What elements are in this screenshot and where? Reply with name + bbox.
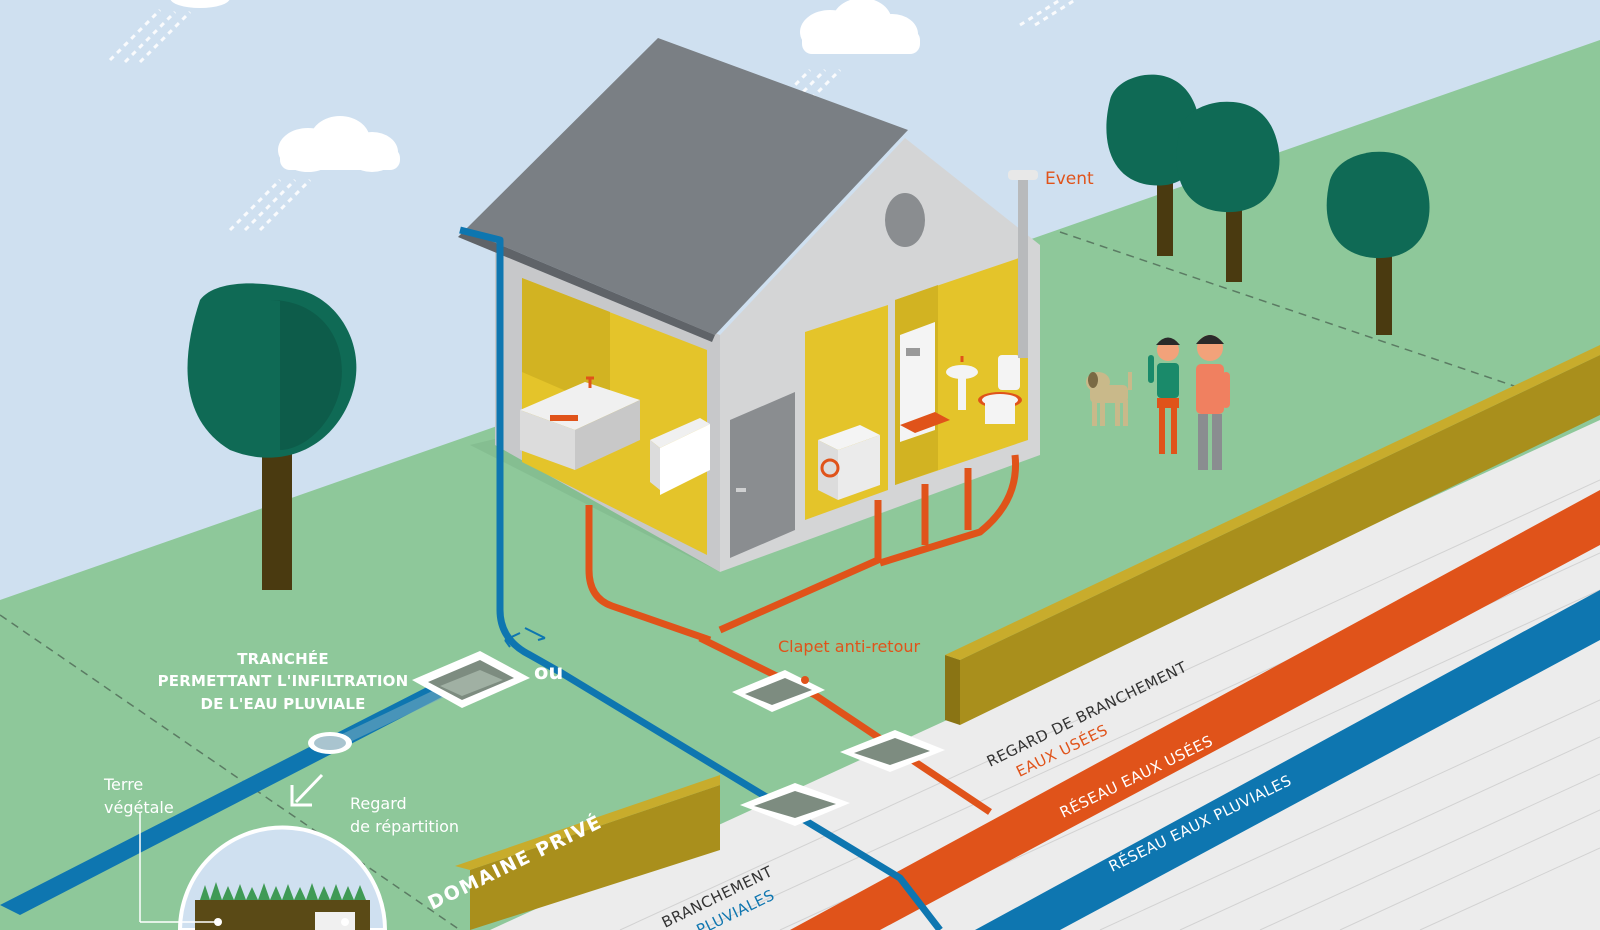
distribution-box-icon xyxy=(308,732,352,754)
svg-text:DE L'EAU PLUVIALE: DE L'EAU PLUVIALE xyxy=(200,695,365,713)
check-valve-marker xyxy=(801,676,809,684)
arrow-icon xyxy=(504,627,546,648)
person-icon xyxy=(1148,337,1180,454)
svg-text:végétale: végétale xyxy=(104,798,174,817)
boundary-wall-right xyxy=(945,345,1600,725)
trench-label: TRANCHÉE PERMETTANT L'INFILTRATION DE L'… xyxy=(158,649,409,713)
wastewater-pipe xyxy=(585,454,1020,815)
rainwater-network-pipe xyxy=(975,590,1600,930)
tree-icon xyxy=(187,283,357,590)
sink-icon xyxy=(520,376,710,495)
arrow-icon xyxy=(290,773,324,807)
soil-section-icon xyxy=(139,812,388,930)
vent-label: Event xyxy=(1045,169,1094,189)
toilet-icon xyxy=(978,355,1022,424)
svg-text:Regard: Regard xyxy=(350,794,407,813)
cloud-icon xyxy=(278,116,400,172)
washing-machine-icon xyxy=(818,425,880,500)
manhole-icon xyxy=(412,651,530,708)
vent-icon xyxy=(1008,170,1038,358)
dog-icon xyxy=(1086,372,1132,426)
svg-text:de répartition: de répartition xyxy=(350,817,459,836)
cloud-icon xyxy=(170,0,230,8)
manhole-icon xyxy=(840,730,945,772)
svg-text:Terre: Terre xyxy=(103,775,143,794)
topsoil-label: Terre végétale xyxy=(103,775,174,817)
svg-text:PERMETTANT L'INFILTRATION: PERMETTANT L'INFILTRATION xyxy=(158,672,409,690)
distribution-box-label: Regard de répartition xyxy=(350,794,459,836)
tree-icon xyxy=(1176,101,1280,282)
boundary-wall-left xyxy=(455,775,720,930)
property-line xyxy=(0,231,1521,930)
wastewater-network-pipe xyxy=(790,490,1600,930)
person-icon xyxy=(1196,335,1230,470)
shower-icon xyxy=(900,322,950,442)
check-valve-label: Clapet anti-retour xyxy=(778,637,920,656)
or-label: ou xyxy=(534,660,563,684)
cloud-icon xyxy=(800,0,920,54)
washbasin-icon xyxy=(946,356,978,410)
tree-icon xyxy=(1326,151,1430,335)
manhole-icon xyxy=(740,783,850,826)
svg-text:TRANCHÉE: TRANCHÉE xyxy=(237,649,329,668)
